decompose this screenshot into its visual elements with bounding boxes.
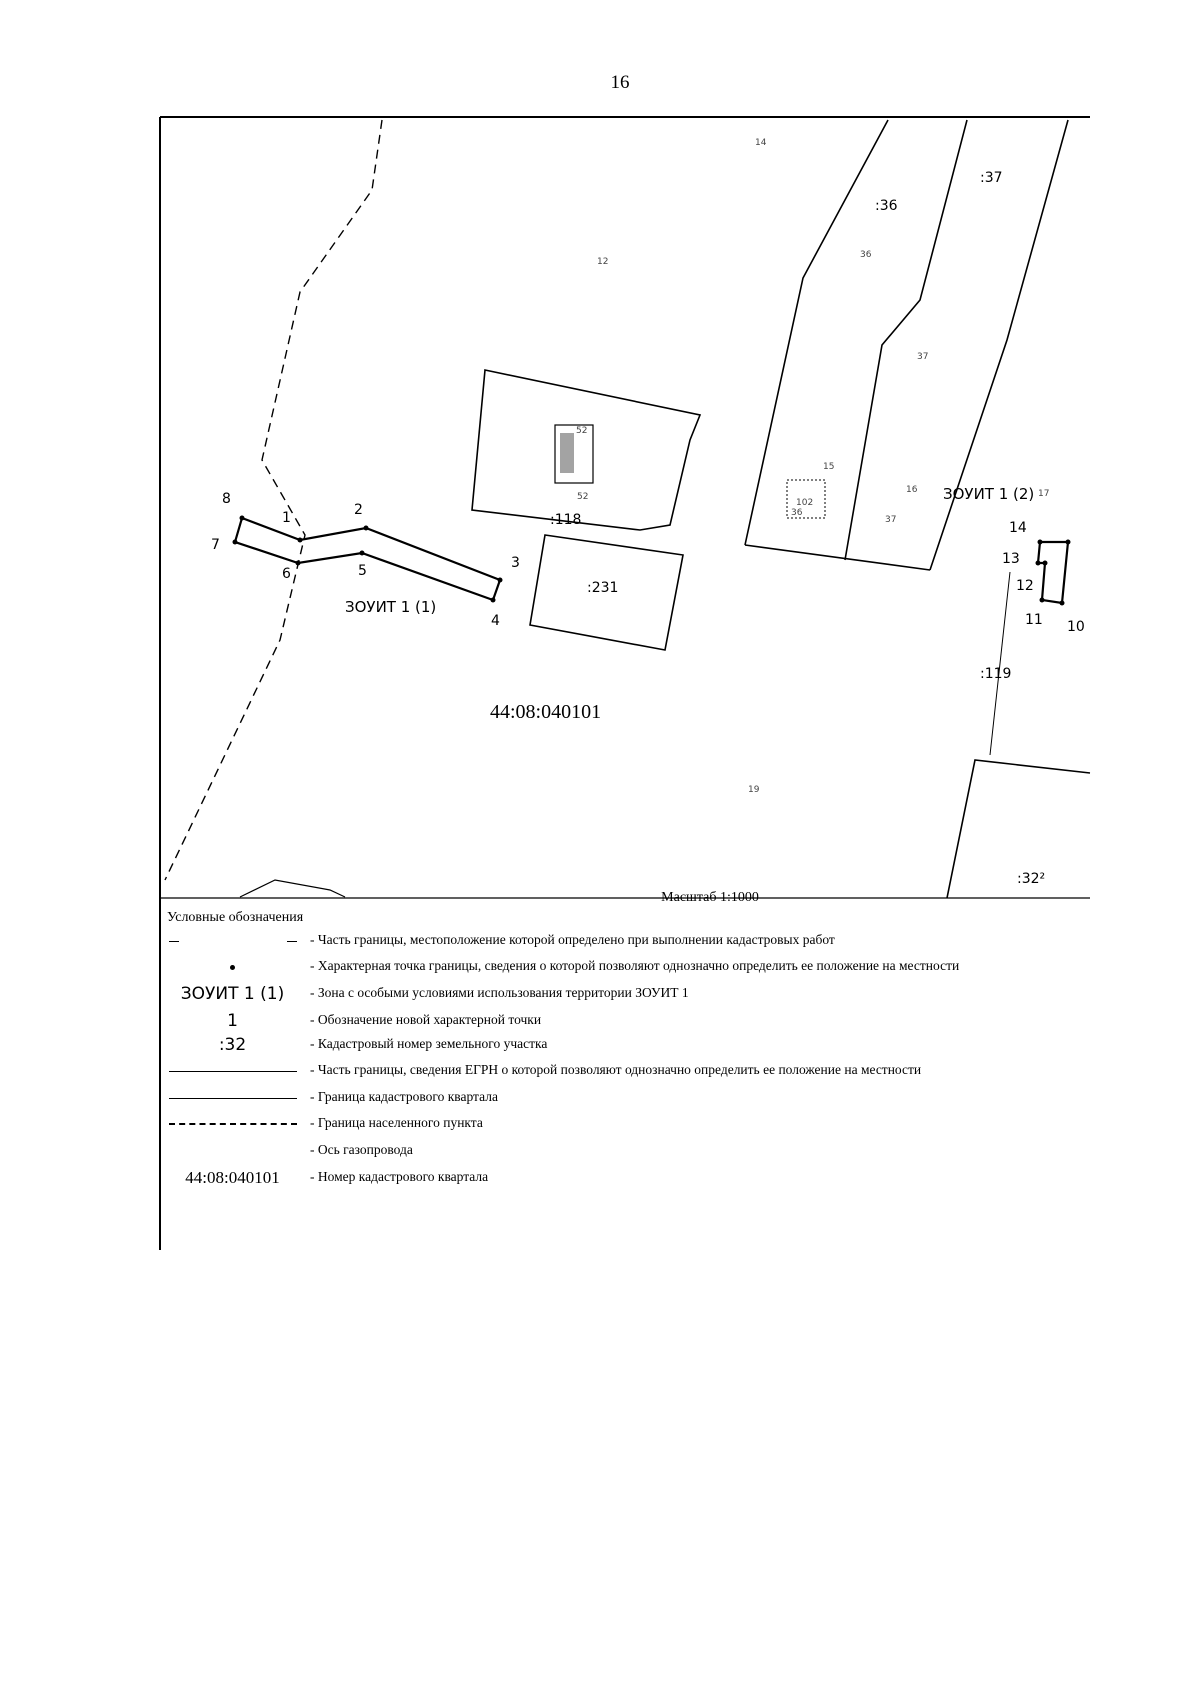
legend-row-new-point: 1 - Обозначение новой характерной точки (160, 1009, 1090, 1033)
point-label-1: 1 (282, 510, 291, 526)
point-label-13: 13 (1002, 551, 1020, 567)
map-scale: Масштаб 1:1000 (661, 890, 759, 905)
parcel-32-boundary (946, 759, 1091, 899)
legend-symbol-point-icon (160, 955, 305, 979)
small-number-36b: 36 (791, 508, 803, 518)
zouit-1-2-polygon (1036, 540, 1070, 605)
legend-symbol-solid-line (160, 1059, 305, 1083)
parcel-label-231: :231 (587, 580, 618, 596)
small-number-36: 36 (860, 250, 872, 260)
legend-row-quarter-boundary: - Граница кадастрового квартала (160, 1086, 1090, 1110)
legend-symbol-new-point: 1 (227, 1011, 238, 1031)
parcel-36-boundary (744, 119, 889, 546)
legend-row-parcel-number: :32 - Кадастровый номер земельного участ… (160, 1033, 1090, 1057)
small-number-37b: 37 (885, 515, 896, 525)
small-number-14: 14 (755, 138, 767, 148)
parcel-36-37-bottom (744, 544, 931, 571)
small-number-52b: 52 (577, 492, 588, 502)
parcel-118 (471, 369, 702, 531)
legend-symbol-broken-line (160, 929, 305, 953)
building-52 (554, 424, 594, 484)
legend-text: - Часть границы, сведения ЕГРН о которой… (310, 1062, 922, 1077)
parcel-label-37: :37 (980, 170, 1003, 186)
cadastral-map: 1 2 3 4 5 6 7 8 10 11 12 13 14 ЗОУИТ 1 (… (159, 116, 1091, 1250)
zouit-1-1-polygon (233, 516, 502, 602)
legend-symbol-dashed-line (160, 1112, 305, 1136)
building-102 (786, 479, 826, 519)
legend-symbol-parcel-number: :32 (218, 1035, 247, 1055)
small-number-17: 17 (1038, 489, 1049, 499)
small-number-12: 12 (597, 257, 608, 267)
small-number-37: 37 (917, 352, 928, 362)
point-label-8: 8 (222, 491, 231, 507)
legend-text: - Часть границы, местоположение которой … (310, 932, 835, 947)
legend-symbol-gas-pipeline (160, 1139, 305, 1163)
point-label-6: 6 (282, 566, 291, 582)
legend-row-quarter-number: 44:08:040101 - Номер кадастрового кварта… (160, 1166, 1090, 1190)
legend-symbol-quarter-number: 44:08:040101 (185, 1168, 280, 1187)
legend-text: - Кадастровый номер земельного участка (310, 1036, 548, 1051)
parcel-label-32: :32² (1017, 871, 1045, 887)
page-number: 16 (610, 72, 630, 93)
legend-row-egrn-boundary: - Часть границы, сведения ЕГРН о которой… (160, 1059, 1090, 1083)
quarter-number-label: 44:08:040101 (490, 701, 601, 723)
settlement-boundary (164, 119, 383, 881)
legend-title: Условные обозначения (167, 910, 304, 925)
legend-text: - Ось газопровода (310, 1142, 413, 1157)
legend-text: - Граница кадастрового квартала (310, 1089, 498, 1104)
point-label-5: 5 (358, 563, 367, 579)
point-label-7: 7 (211, 537, 220, 553)
parcel-36-37-boundary (844, 119, 968, 561)
boundary-points (232, 515, 1071, 606)
gas-pipeline-axis (989, 571, 1011, 756)
small-number-15: 15 (823, 462, 834, 472)
zone-label-zouit-1-2: ЗОУИТ 1 (2) (943, 485, 1034, 503)
parcel-label-119: :119 (980, 666, 1011, 682)
small-number-52: 52 (576, 426, 587, 436)
legend-symbol-solid-line (160, 1086, 305, 1110)
parcel-37-boundary (929, 119, 1069, 571)
point-label-4: 4 (491, 613, 500, 629)
parcel-231 (529, 534, 684, 651)
parcel-bottom-fragment (239, 879, 346, 898)
legend-text: - Номер кадастрового квартала (310, 1169, 489, 1184)
parcel-label-118: :118 (550, 512, 581, 528)
legend-row-settlement-boundary: - Граница населенного пункта (160, 1112, 1090, 1136)
point-label-10: 10 (1067, 619, 1085, 635)
legend-text: - Обозначение новой характерной точки (310, 1012, 542, 1027)
legend-row-gas-pipeline: - Ось газопровода (160, 1139, 1090, 1163)
zone-label-zouit-1-1: ЗОУИТ 1 (1) (345, 598, 436, 616)
small-number-102: 102 (796, 498, 813, 508)
point-label-11: 11 (1025, 612, 1043, 628)
legend-row-zouit: ЗОУИТ 1 (1) - Зона с особыми условиями и… (160, 982, 1090, 1006)
legend-row-work-boundary: - Часть границы, местоположение которой … (160, 929, 1090, 953)
point-label-12: 12 (1016, 578, 1034, 594)
point-label-14: 14 (1009, 520, 1027, 536)
legend-text: - Зона с особыми условиями использования… (310, 985, 689, 1000)
point-label-2: 2 (354, 502, 363, 518)
small-number-16: 16 (906, 485, 918, 495)
parcel-label-36: :36 (875, 198, 898, 214)
legend-text: - Характерная точка границы, сведения о … (310, 958, 960, 973)
legend-symbol-zouit: ЗОУИТ 1 (1) (180, 984, 285, 1004)
legend-row-char-point: - Характерная точка границы, сведения о … (160, 955, 1090, 979)
point-label-3: 3 (511, 555, 520, 571)
small-number-19: 19 (748, 785, 760, 795)
legend-text: - Граница населенного пункта (310, 1115, 483, 1130)
